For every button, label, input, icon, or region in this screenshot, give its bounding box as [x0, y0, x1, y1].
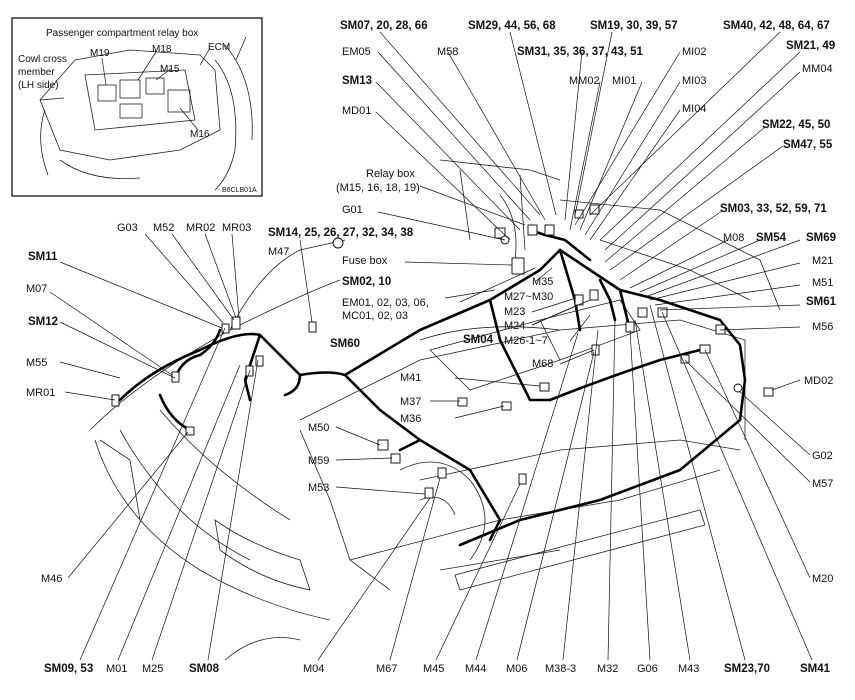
label-m01: M01 — [106, 663, 127, 675]
label-sm04: SM04 — [463, 334, 494, 346]
label-m24: M24 — [504, 320, 525, 332]
label-m45: M45 — [423, 663, 444, 675]
label-m68: M68 — [532, 358, 553, 370]
label-m58: M58 — [437, 46, 458, 58]
label-m56: M56 — [812, 321, 833, 333]
label-m53: M53 — [308, 482, 329, 494]
label-mm04: MM04 — [802, 63, 833, 75]
label-m25: M25 — [142, 663, 163, 675]
vehicle-body-outline — [89, 159, 781, 661]
label-mi02: MI02 — [682, 46, 706, 58]
label-mi03: MI03 — [682, 75, 706, 87]
label-sm19: SM19, 30, 39, 57 — [590, 20, 678, 32]
label-m04: M04 — [303, 663, 324, 675]
label-relay-box-sub: (M15, 16, 18, 19) — [336, 182, 420, 194]
label-sm21: SM21, 49 — [786, 40, 835, 52]
label-sm03: SM03, 33, 52, 59, 71 — [720, 203, 827, 215]
label-m59: M59 — [308, 455, 329, 467]
inset-cowl-label-1: Cowl cross — [18, 54, 67, 65]
label-m47: M47 — [268, 246, 289, 258]
label-m08: M08 — [723, 232, 744, 244]
label-m27: M27~M30 — [504, 291, 553, 303]
label-m35: M35 — [532, 276, 553, 288]
label-m50: M50 — [308, 422, 329, 434]
label-sm31: SM31, 35, 36, 37, 43, 51 — [517, 46, 644, 58]
label-sm22: SM22, 45, 50 — [762, 119, 830, 131]
label-sm14: SM14, 25, 26, 27, 32, 34, 38 — [268, 227, 414, 239]
component-labels: SM07, 20, 28, 66 SM29, 44, 56, 68 SM19, … — [26, 20, 837, 675]
label-m26: M26-1~7 — [504, 335, 548, 347]
label-m43: M43 — [678, 663, 699, 675]
relay-box-inset: Passenger compartment relay box ECM M19 … — [11, 17, 263, 197]
label-sm60: SM60 — [330, 338, 360, 350]
label-m44: M44 — [465, 663, 486, 675]
label-mr02: MR02 — [186, 222, 215, 234]
inset-m16-label: M16 — [190, 129, 210, 140]
label-sm54: SM54 — [756, 232, 787, 244]
label-sm40: SM40, 42, 48, 64, 67 — [723, 20, 830, 32]
inset-title: Passenger compartment relay box — [46, 28, 198, 39]
inset-m18-label: M18 — [152, 44, 172, 55]
label-sm13: SM13 — [342, 75, 372, 87]
label-sm29: SM29, 44, 56, 68 — [468, 20, 556, 32]
label-m37: M37 — [400, 396, 421, 408]
label-m21: M21 — [812, 255, 833, 267]
label-m38: M38-3 — [545, 663, 576, 675]
label-sm69: SM69 — [806, 232, 836, 244]
label-m36: M36 — [400, 413, 421, 425]
label-sm11: SM11 — [28, 251, 58, 263]
label-sm09: SM09, 53 — [44, 663, 93, 675]
label-leader-lines — [49, 31, 813, 661]
label-m32: M32 — [597, 663, 618, 675]
label-em01: EM01, 02, 03, 06, — [342, 297, 429, 309]
label-g03: G03 — [117, 222, 138, 234]
label-sm41: SM41 — [800, 663, 831, 675]
label-md01: MD01 — [342, 105, 371, 117]
label-sm23: SM23,70 — [724, 663, 770, 675]
label-m41: M41 — [400, 372, 421, 384]
label-mi01: MI01 — [612, 75, 636, 87]
label-mr03: MR03 — [222, 222, 251, 234]
inset-cowl-label-2: member — [18, 67, 55, 78]
label-em05: EM05 — [342, 46, 371, 58]
label-m55: M55 — [26, 357, 47, 369]
label-m52: M52 — [153, 222, 174, 234]
inset-m19-label: M19 — [90, 48, 110, 59]
label-md02: MD02 — [804, 375, 833, 387]
label-mm02: MM02 — [569, 75, 600, 87]
label-relay-box: Relay box — [366, 168, 415, 180]
inset-code: B6CLB01A — [222, 187, 257, 194]
inset-m15-label: M15 — [160, 64, 180, 75]
inset-cowl-label-3: (LH side) — [18, 80, 59, 91]
label-m46: M46 — [41, 573, 62, 585]
label-g01: G01 — [342, 204, 363, 216]
label-m67: M67 — [376, 663, 397, 675]
label-sm61: SM61 — [806, 296, 837, 308]
label-sm47: SM47, 55 — [783, 139, 833, 151]
label-m06: M06 — [506, 663, 527, 675]
label-fuse-box: Fuse box — [342, 255, 388, 267]
label-sm12: SM12 — [28, 316, 58, 328]
label-m07: M07 — [26, 283, 47, 295]
label-mi04: MI04 — [682, 103, 706, 115]
harness-wiring — [111, 204, 774, 547]
label-m23: M23 — [504, 306, 525, 318]
label-g06: G06 — [637, 663, 658, 675]
label-sm08: SM08 — [189, 663, 220, 675]
label-mc01: MC01, 02, 03 — [342, 310, 408, 322]
label-sm07: SM07, 20, 28, 66 — [340, 20, 428, 32]
label-sm02: SM02, 10 — [342, 276, 391, 288]
label-mr01: MR01 — [26, 387, 55, 399]
inset-ecm-label: ECM — [208, 42, 230, 53]
label-m57: M57 — [812, 478, 833, 490]
label-m20: M20 — [812, 573, 833, 585]
label-m51: M51 — [812, 277, 833, 289]
label-g02: G02 — [812, 450, 833, 462]
